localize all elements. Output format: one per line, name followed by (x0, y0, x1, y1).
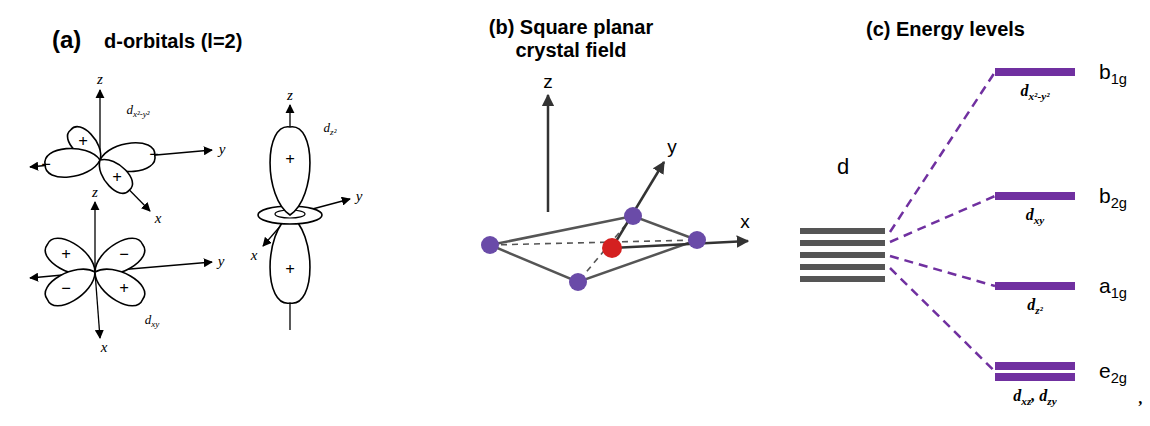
symmetry-label: e2g (1099, 359, 1127, 383)
punctuation: , (1139, 390, 1143, 408)
energy-level: b2gdxy (995, 192, 1135, 242)
phase-sign: + (285, 260, 295, 280)
orbital-name: dz² (324, 121, 337, 136)
axis-label: z (92, 184, 98, 201)
square-outline (490, 216, 697, 282)
level-connector (890, 72, 995, 232)
phase-sign: − (149, 145, 159, 165)
phase-sign: − (61, 279, 71, 299)
axis-label: x (251, 247, 258, 264)
orbital-lobe (270, 215, 310, 303)
panel-title: d-orbitals (l=2) (104, 30, 242, 53)
level-bar (800, 276, 885, 282)
level-label: d (798, 154, 888, 179)
axis-label: x (101, 339, 108, 356)
axis-label: z (543, 71, 553, 93)
phase-sign: + (78, 132, 88, 152)
orbital-lobe (88, 260, 150, 312)
axis-label: x (740, 211, 750, 233)
phase-sign: − (41, 155, 51, 175)
energy-level: e2gdxz, dzy (995, 362, 1135, 416)
panel-title: (c) Energy levels (866, 18, 1025, 41)
axis-label: x (155, 210, 162, 227)
panel-title: (b) Square planar crystal field (476, 16, 666, 62)
x-axis (612, 241, 748, 248)
level-bar (995, 362, 1075, 370)
axis-line (94, 202, 95, 272)
symmetry-label: b2g (1099, 184, 1127, 208)
ligand-atom (569, 273, 587, 291)
orbital-lobe (44, 146, 101, 179)
phase-sign: + (119, 279, 129, 299)
ligand-atom (624, 207, 642, 225)
level-bar (995, 373, 1075, 381)
orbital-name: dx²-y² (126, 103, 149, 118)
orbital-drawings (30, 90, 350, 338)
level-bar (800, 252, 885, 258)
ligand-atom (481, 236, 499, 254)
axis-label: y (356, 188, 363, 205)
axis-label: z (287, 87, 293, 104)
degenerate-levels: d (798, 150, 890, 292)
level-bar (800, 240, 885, 246)
axis-label: z (97, 71, 103, 88)
level-bar (995, 282, 1075, 290)
level-connector (890, 268, 995, 372)
level-connector (890, 196, 995, 242)
axis-label: y (219, 141, 226, 158)
panel-letter: (a) (52, 26, 81, 54)
connectors (890, 72, 995, 372)
level-connector (890, 256, 995, 286)
level-bars (995, 68, 1075, 76)
level-bars (995, 362, 1075, 381)
level-bar (995, 68, 1075, 76)
energy-level: a1gdz² (995, 282, 1135, 332)
axis-label: y (667, 136, 677, 158)
orbital-name: dxy (975, 206, 1095, 224)
phase-sign: + (112, 168, 122, 188)
orbital-lobe (40, 260, 102, 312)
symmetry-label: a1g (1099, 274, 1127, 298)
level-bar (995, 192, 1075, 200)
energy-level: b1gdx²-y² (995, 68, 1135, 118)
axis-label: y (218, 253, 225, 270)
orbital-name: dx²-y² (975, 82, 1095, 100)
level-bars (995, 282, 1075, 290)
phase-sign: + (61, 245, 71, 265)
orbital-name: dxy (145, 313, 160, 328)
orbital-name: dxz, dzy (975, 387, 1095, 405)
orbital-lobe (270, 127, 310, 215)
level-bar (800, 228, 885, 234)
phase-sign: − (119, 245, 129, 265)
metal-atom (602, 238, 622, 258)
orbital-lobe (92, 152, 138, 198)
ligand-atom (688, 231, 706, 249)
phase-sign: + (285, 150, 295, 170)
y-axis (612, 162, 664, 248)
level-bars (995, 192, 1075, 200)
square-planar-drawing (481, 95, 748, 291)
orbital-name: dz² (975, 296, 1095, 314)
level-bar (800, 264, 885, 270)
symmetry-label: b1g (1099, 60, 1127, 84)
z-axis (547, 95, 550, 212)
